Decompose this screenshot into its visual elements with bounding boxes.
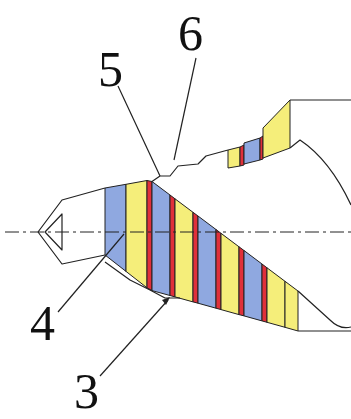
- callout-number: 5: [98, 44, 123, 94]
- callout-number: 4: [30, 298, 55, 348]
- callout-number: 3: [74, 366, 99, 416]
- callout-number: 6: [178, 8, 203, 58]
